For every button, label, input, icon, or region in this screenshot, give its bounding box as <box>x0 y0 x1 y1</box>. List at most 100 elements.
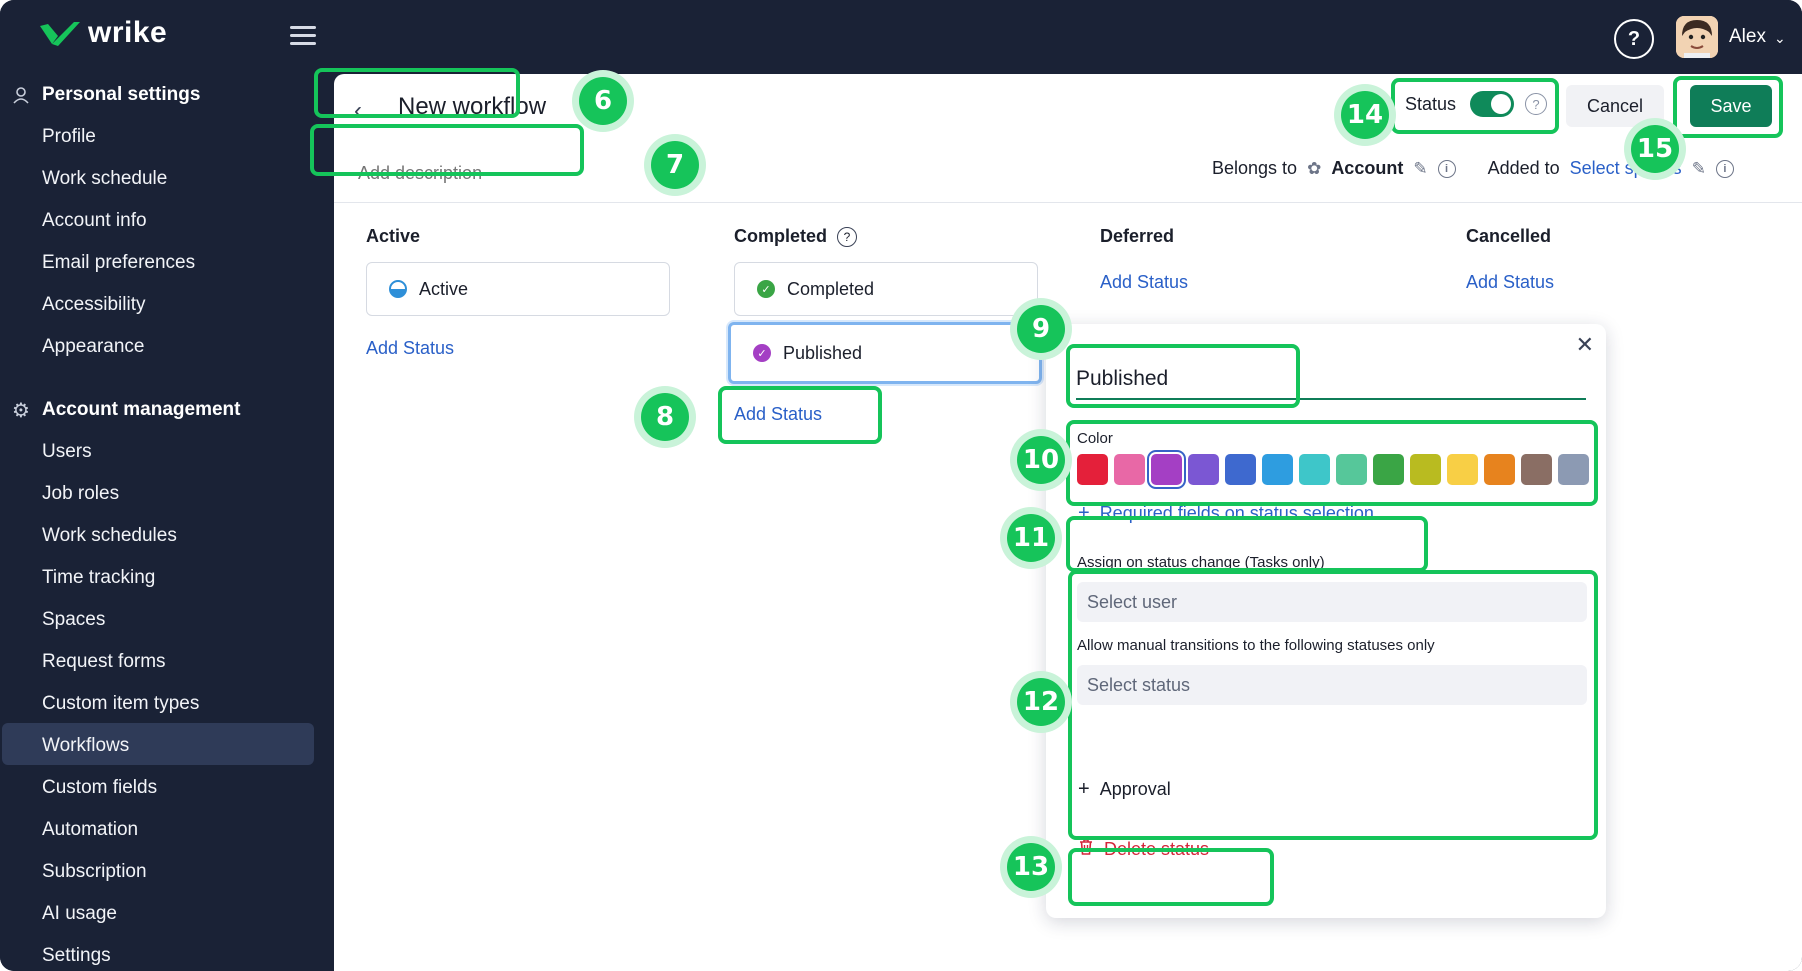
workflow-title[interactable]: New workflow <box>398 93 547 120</box>
info-icon[interactable]: i <box>1437 159 1456 178</box>
color-swatch[interactable] <box>1336 454 1367 485</box>
sidebar-item-appearance[interactable]: Appearance <box>42 336 145 357</box>
status-card-published[interactable]: ✓ Published <box>728 322 1042 384</box>
sidebar-item-email-preferences[interactable]: Email preferences <box>42 252 196 273</box>
delete-status-button[interactable]: Delete status <box>1078 838 1209 861</box>
close-icon[interactable]: ✕ <box>1575 332 1594 357</box>
help-icon[interactable]: ? <box>1614 19 1654 59</box>
account-management-title: Account management <box>42 399 241 420</box>
added-to-label: Added to <box>1487 158 1560 178</box>
belongs-to-value: Account <box>1331 158 1404 178</box>
column-title-completed: Completed ? <box>734 226 858 247</box>
color-swatch[interactable] <box>1558 454 1589 485</box>
avatar[interactable] <box>1676 16 1718 58</box>
description-input[interactable] <box>358 156 638 190</box>
color-swatch[interactable] <box>1373 454 1404 485</box>
select-status-dropdown[interactable]: Select status <box>1077 665 1587 705</box>
callout-number: 10 <box>1017 436 1065 484</box>
belongs-to-label: Belongs to <box>1212 158 1298 178</box>
sidebar-item-custom-item-types[interactable]: Custom item types <box>42 693 200 714</box>
sidebar-item-profile[interactable]: Profile <box>42 126 96 147</box>
back-arrow-icon[interactable]: ‹ <box>354 97 362 124</box>
sidebar-item-request-forms[interactable]: Request forms <box>42 651 166 672</box>
callout-badge-10: 10 <box>1010 429 1072 491</box>
add-status-cancelled[interactable]: Add Status <box>1466 272 1555 292</box>
column-title-text: Completed <box>734 226 828 246</box>
color-swatch[interactable] <box>1447 454 1478 485</box>
approval-button[interactable]: + Approval <box>1078 778 1171 801</box>
status-name-input[interactable] <box>1076 360 1586 400</box>
color-swatch[interactable] <box>1410 454 1441 485</box>
user-icon <box>10 84 32 106</box>
help-icon[interactable]: ? <box>837 226 858 247</box>
add-status-completed[interactable]: Add Status <box>734 404 823 424</box>
delete-status-label: Delete status <box>1104 839 1210 859</box>
sidebar-item-job-roles[interactable]: Job roles <box>42 483 120 504</box>
gear-icon: ⚙ <box>12 399 30 422</box>
color-swatch[interactable] <box>1262 454 1293 485</box>
callout-badge-14: 14 <box>1334 84 1396 146</box>
plus-icon: + <box>1078 778 1090 800</box>
required-fields-label: Required fields on status selection <box>1099 503 1374 523</box>
trash-icon <box>1078 838 1094 861</box>
sidebar-item-automation[interactable]: Automation <box>42 819 139 840</box>
sidebar-item-time-tracking[interactable]: Time tracking <box>42 567 156 588</box>
column-title-deferred: Deferred <box>1100 226 1174 247</box>
avatar-face-icon <box>1676 16 1718 58</box>
status-card-label: Published <box>783 342 863 363</box>
add-status-active[interactable]: Add Status <box>366 338 455 358</box>
personal-settings-header: Personal settings <box>10 84 200 106</box>
sidebar-item-users[interactable]: Users <box>42 441 92 462</box>
color-swatch[interactable] <box>1225 454 1256 485</box>
callout-badge-15: 15 <box>1624 118 1686 180</box>
sidebar-item-settings[interactable]: Settings <box>42 945 111 966</box>
status-toggle[interactable] <box>1470 91 1514 117</box>
select-user-dropdown[interactable]: Select user <box>1077 582 1587 622</box>
color-swatch[interactable] <box>1077 454 1108 485</box>
sidebar-item-ai-usage[interactable]: AI usage <box>42 903 117 924</box>
color-swatch[interactable] <box>1188 454 1219 485</box>
callout-number: 11 <box>1007 514 1055 562</box>
callout-number: 13 <box>1007 843 1055 891</box>
sidebar-item-custom-fields[interactable]: Custom fields <box>42 777 158 798</box>
edit-pencil-icon[interactable]: ✎ <box>1413 158 1428 178</box>
color-swatch[interactable] <box>1151 454 1182 485</box>
color-swatch[interactable] <box>1299 454 1330 485</box>
callout-number: 9 <box>1017 305 1065 353</box>
column-title-text: Active <box>366 226 421 246</box>
callout-badge-11: 11 <box>1000 507 1062 569</box>
wrike-logo[interactable]: wrike <box>38 16 167 50</box>
status-help-icon[interactable]: ? <box>1525 93 1547 115</box>
sidebar-item-spaces[interactable]: Spaces <box>42 609 106 630</box>
edit-spaces-pencil-icon[interactable]: ✎ <box>1691 158 1706 178</box>
header-divider <box>334 202 1802 203</box>
wrike-check-icon <box>40 22 80 46</box>
sidebar-item-account-info[interactable]: Account info <box>42 210 147 231</box>
status-card-active[interactable]: Active <box>366 262 670 316</box>
plus-icon: + <box>1078 502 1090 524</box>
spaces-info-icon[interactable]: i <box>1715 159 1734 178</box>
status-card-completed[interactable]: ✓ Completed <box>734 262 1038 316</box>
color-swatch[interactable] <box>1114 454 1145 485</box>
chevron-down-icon[interactable]: ⌄ <box>1774 30 1786 46</box>
color-swatch-row <box>1077 454 1589 485</box>
column-title-cancelled: Cancelled <box>1466 226 1551 247</box>
callout-number: 12 <box>1017 678 1065 726</box>
sidebar-item-accessibility[interactable]: Accessibility <box>42 294 146 315</box>
color-label: Color <box>1077 430 1113 447</box>
color-swatch[interactable] <box>1484 454 1515 485</box>
required-fields-button[interactable]: + Required fields on status selection <box>1078 502 1374 525</box>
sidebar-item-subscription[interactable]: Subscription <box>42 861 147 882</box>
add-status-deferred[interactable]: Add Status <box>1100 272 1189 292</box>
account-cluster-icon: ✿ <box>1307 158 1322 178</box>
sidebar-item-work-schedules[interactable]: Work schedules <box>42 525 177 546</box>
assign-label: Assign on status change (Tasks only) <box>1077 554 1325 571</box>
personal-settings-title: Personal settings <box>42 84 201 105</box>
user-name[interactable]: Alex <box>1729 26 1766 47</box>
menu-icon[interactable] <box>290 26 316 48</box>
save-button[interactable]: Save <box>1690 85 1772 127</box>
color-swatch[interactable] <box>1521 454 1552 485</box>
sidebar-item-workflows[interactable]: Workflows <box>42 735 130 756</box>
sidebar-item-work-schedule[interactable]: Work schedule <box>42 168 168 189</box>
